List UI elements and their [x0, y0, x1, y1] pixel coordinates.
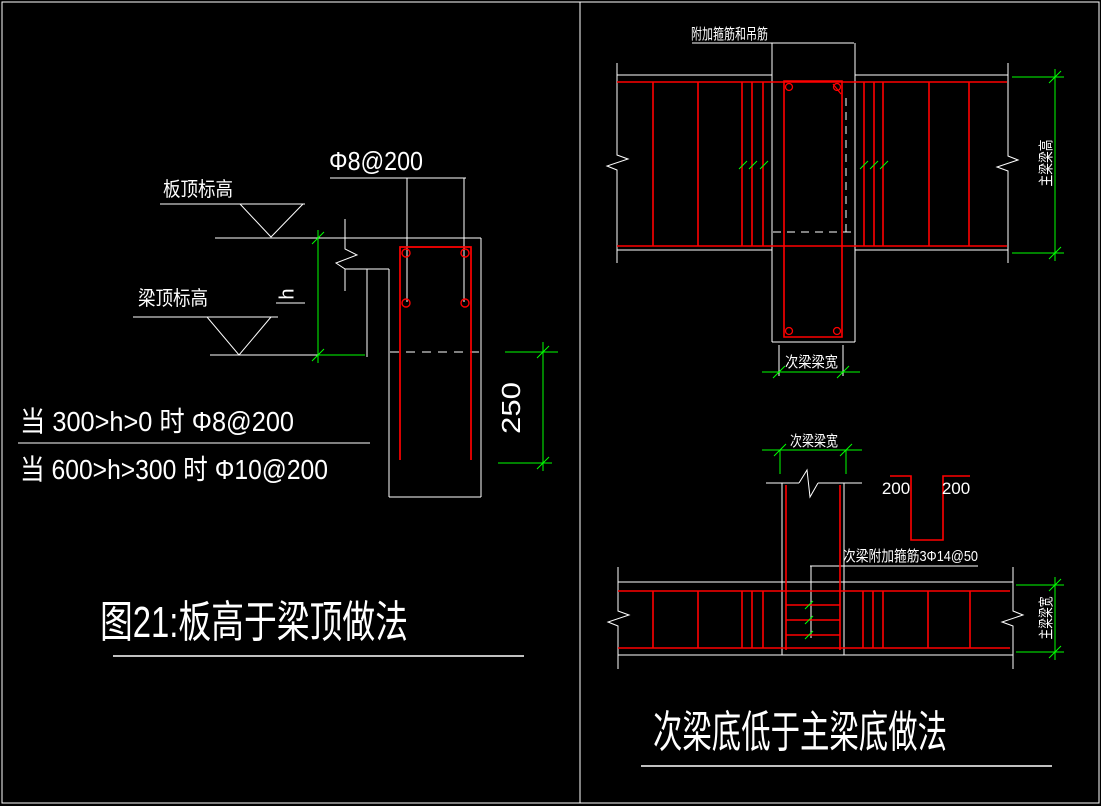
secondary-beam-width-label: 次梁梁宽	[790, 433, 838, 450]
dim-tick	[1048, 578, 1062, 592]
added-stirrup-mark	[879, 160, 889, 170]
slab-break-line-icon	[334, 219, 359, 291]
top-dimensions	[738, 69, 1064, 379]
bottom-rebar	[618, 475, 1010, 650]
leader-note-text: 附加箍筋和吊筋	[691, 26, 768, 43]
slab-elevation-triangle-icon	[238, 203, 305, 238]
dim-tick	[772, 365, 786, 379]
rebar-dot	[784, 326, 794, 336]
rebar-dot	[784, 82, 794, 92]
beam-break-line-icon	[1000, 567, 1025, 669]
concrete-outline	[133, 177, 482, 498]
bottom-dimensions	[762, 443, 1064, 660]
beam-break-line-icon	[798, 468, 819, 499]
main-beam-width-label: 主梁梁宽	[1038, 597, 1055, 640]
hanger-dim-left: 200	[882, 479, 910, 498]
stirrup-note-text: 次梁附加箍筋3Φ14@50	[843, 548, 978, 565]
dim-tick	[1048, 70, 1062, 84]
right-detail-title: 次梁底低于主梁底做法	[653, 708, 947, 757]
secondary-beam-width-label: 次梁梁宽	[785, 354, 838, 371]
rebar-dot	[832, 326, 842, 336]
bottom-concrete-outline	[606, 468, 1025, 669]
beam-stirrup-rebar	[399, 246, 472, 460]
dim-tick	[536, 456, 550, 470]
secondary-beam-section-outline	[783, 80, 843, 338]
rebar-dot	[460, 298, 470, 308]
beam-top-elevation-label: 梁顶标高	[138, 287, 208, 310]
beam-break-line-icon	[605, 63, 630, 263]
added-stirrup-mark	[804, 600, 814, 610]
stirrup-rule-line1: 当 300>h>0 时 Φ8@200	[20, 406, 294, 437]
beam-break-line-icon	[995, 63, 1020, 263]
added-stirrup-mark	[859, 160, 869, 170]
dim-tick	[311, 231, 325, 245]
hanger-bar-outline	[890, 475, 970, 541]
dim-tick	[1048, 645, 1062, 659]
beam-elevation-triangle-icon	[205, 316, 273, 356]
detail-slab-above-beam: Φ8@200 板顶标高 梁顶标高 h 250 当 300>h>0 时 Φ8@20…	[18, 146, 558, 657]
stirrup-rule-line2: 当 600>h>300 时 Φ10@200	[20, 454, 328, 485]
left-dimensions	[311, 230, 558, 471]
top-concrete-outline	[605, 42, 1020, 376]
added-stirrup-mark	[804, 615, 814, 625]
rebar-note-text: Φ8@200	[329, 146, 423, 176]
detail-secondary-beam-section: 附加箍筋和吊筋 次梁梁宽 主梁梁高	[605, 26, 1064, 379]
h-var-label: h	[276, 288, 298, 299]
rebar-dot	[460, 248, 470, 258]
beam-break-line-icon	[606, 567, 631, 669]
dim-tick	[836, 365, 850, 379]
dim-tick	[311, 348, 325, 362]
dim-250-text: 250	[496, 382, 526, 434]
dim-tick	[536, 345, 550, 359]
rebar-dot	[832, 82, 842, 92]
stirrup-outline	[399, 246, 472, 460]
main-beam-height-label: 主梁梁高	[1038, 140, 1055, 187]
top-rebar	[617, 80, 1007, 338]
added-stirrup-mark	[869, 160, 879, 170]
rebar-dot	[401, 298, 411, 308]
added-stirrup-mark	[759, 160, 769, 170]
rebar-dot	[401, 248, 411, 258]
added-stirrup-mark	[748, 160, 758, 170]
detail-secondary-beam-elevation: 次梁梁宽 200 200 次梁附加箍筋3Φ14@50 主梁梁宽 次梁底低于主梁底…	[606, 433, 1064, 767]
left-detail-title: 图21:板高于梁顶做法	[100, 598, 408, 647]
added-stirrup-mark	[804, 630, 814, 640]
hanger-dim-right: 200	[942, 479, 970, 498]
added-stirrup-mark	[738, 160, 748, 170]
dim-tick	[1048, 246, 1062, 260]
slab-top-elevation-label: 板顶标高	[163, 178, 233, 201]
